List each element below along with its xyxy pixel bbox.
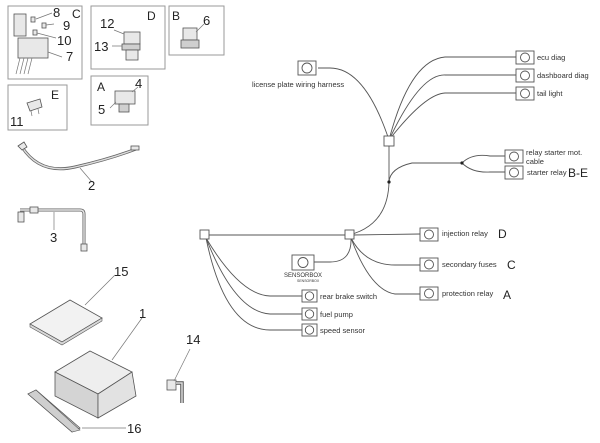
connector-speed-sensor[interactable]: speed sensor <box>301 323 366 337</box>
relay-part-4 <box>114 90 136 105</box>
relay-part-12 <box>123 31 141 45</box>
label-starter-relay: starter relay <box>527 168 567 177</box>
group-c-frame: C 8 9 10 7 <box>7 5 83 80</box>
label-sensorbox-sub: SENSORBOX <box>297 279 320 283</box>
label-rear-brake-switch: rear brake switch <box>320 292 377 301</box>
group-label-b: B <box>172 9 180 23</box>
tag-starter-relay: B-E <box>568 166 588 180</box>
part-number-13: 13 <box>94 39 108 54</box>
label-sensorbox: SENSORBOX <box>284 273 322 279</box>
group-a-frame: A 4 5 <box>90 75 149 126</box>
part-number-9: 9 <box>63 18 70 33</box>
label-license-plate: license plate wiring harness <box>252 80 344 89</box>
wire-stubs <box>295 261 315 331</box>
battery-pad-16: 16 <box>27 389 141 436</box>
label-secondary-fuses: secondary fuses <box>442 260 497 269</box>
fuse-holder-part <box>17 37 49 59</box>
part-number-1: 1 <box>139 306 146 321</box>
connector-license-plate[interactable]: license plate wiring harness <box>252 60 344 89</box>
connector-dashboard-diag[interactable]: dashboard diag <box>515 68 589 83</box>
connector-secondary-fuses[interactable]: secondary fuses C <box>419 257 516 272</box>
tag-injection-relay: D <box>498 227 507 241</box>
fuse-box-part <box>13 13 27 37</box>
connector-fuel-pump[interactable]: fuel pump <box>301 307 353 321</box>
label-ecu-diag: ecu diag <box>537 53 565 62</box>
connector-starter-relay[interactable]: starter relay B-E <box>504 165 588 180</box>
group-label-d: D <box>147 9 156 23</box>
group-label-c: C <box>72 7 81 21</box>
label-speed-sensor: speed sensor <box>320 326 366 335</box>
connector-protection-relay[interactable]: protection relay A <box>419 286 511 302</box>
label-injection-relay: injection relay <box>442 229 488 238</box>
junction-box-left <box>199 229 210 240</box>
part-number-10: 10 <box>57 33 71 48</box>
group-b-frame: B 6 <box>168 5 225 56</box>
label-protection-relay: protection relay <box>442 289 494 298</box>
battery-cover-15: 15 <box>29 264 128 346</box>
fuse-part-11 <box>26 98 43 112</box>
connector-sensorbox[interactable]: SENSORBOX SENSORBOX <box>284 254 322 283</box>
part-number-3: 3 <box>50 230 57 245</box>
group-d-frame: D 12 13 <box>90 5 166 70</box>
connector-tail-light[interactable]: tail light <box>515 86 563 101</box>
battery-1: 1 <box>54 306 146 419</box>
part-number-14: 14 <box>186 332 200 347</box>
relay-part-6 <box>182 27 198 41</box>
connector-14: 14 <box>166 332 200 403</box>
label-dashboard-diag: dashboard diag <box>537 71 589 80</box>
part-number-8: 8 <box>53 5 60 20</box>
label-relay-starter-mot: relay starter mot. <box>526 148 582 157</box>
junction-box-center <box>344 229 355 240</box>
part-number-4: 4 <box>135 76 142 91</box>
cable-2: 2 <box>17 141 140 193</box>
label-fuel-pump: fuel pump <box>320 310 353 319</box>
connector-ecu-diag[interactable]: ecu diag <box>515 50 565 65</box>
part-number-11: 11 <box>10 114 24 129</box>
part-number-2: 2 <box>88 178 95 193</box>
part-number-15: 15 <box>114 264 128 279</box>
group-label-a: A <box>97 80 105 94</box>
part-number-5: 5 <box>98 102 105 117</box>
group-e-frame: E 11 <box>7 84 68 131</box>
connector-relay-starter-mot-cable[interactable]: relay starter mot. cable <box>504 148 582 166</box>
tag-protection-relay: A <box>503 288 511 302</box>
part-number-16: 16 <box>127 421 141 436</box>
tag-secondary-fuses: C <box>507 258 516 272</box>
junction-box-upper <box>383 135 395 147</box>
cable-3: 3 <box>17 206 88 252</box>
label-tail-light: tail light <box>537 89 563 98</box>
part-number-7: 7 <box>66 49 73 64</box>
connector-rear-brake-switch[interactable]: rear brake switch <box>301 289 377 303</box>
part-number-6: 6 <box>203 13 210 28</box>
part-number-12: 12 <box>100 16 114 31</box>
connector-injection-relay[interactable]: injection relay D <box>419 227 507 242</box>
label-relay-starter-cable: cable <box>526 157 544 166</box>
group-label-e: E <box>51 88 59 102</box>
harness-wires <box>205 56 516 331</box>
